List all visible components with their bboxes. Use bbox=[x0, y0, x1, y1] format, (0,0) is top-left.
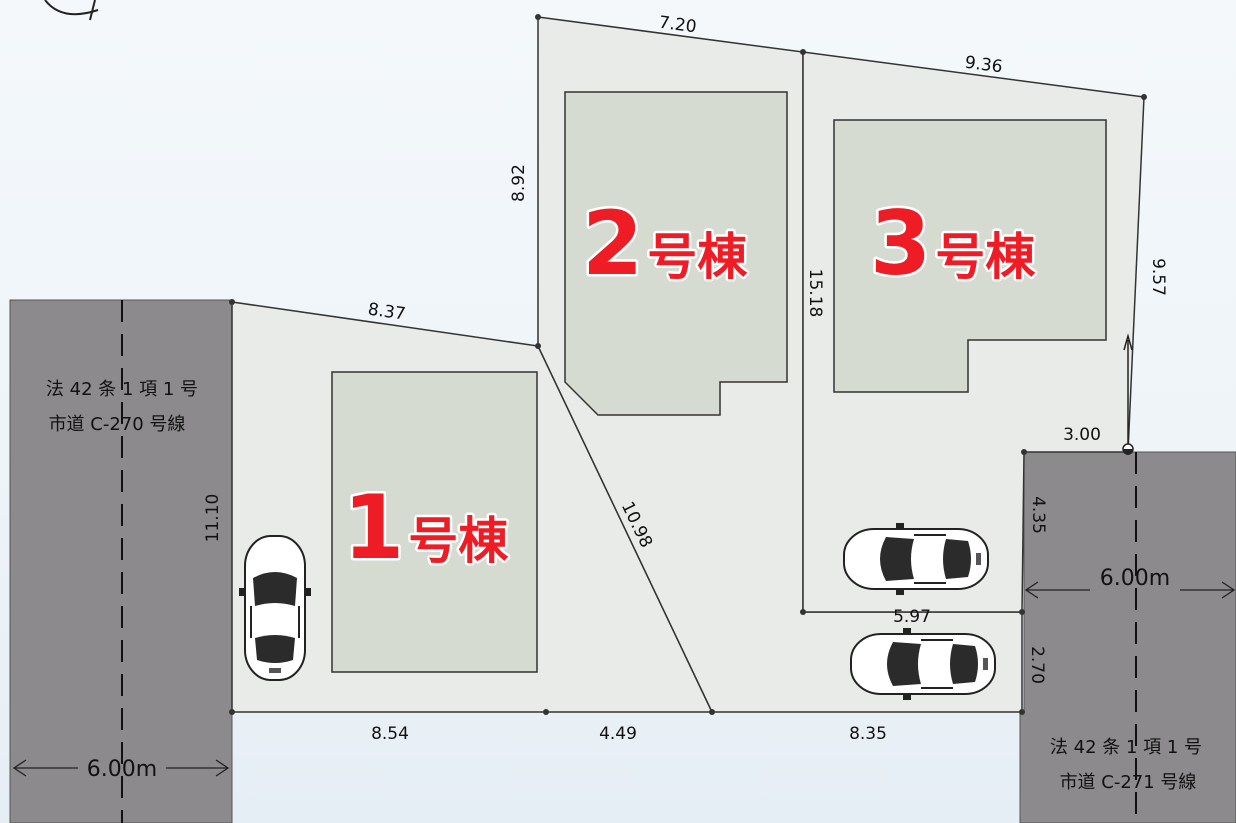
road-left-width-arrow bbox=[12, 759, 230, 777]
north-arrow-icon bbox=[44, 0, 99, 21]
dim-lot1-left: 11.10 bbox=[203, 494, 223, 543]
lot-vertices bbox=[229, 14, 1147, 715]
dim-parking-width: 5.97 bbox=[893, 607, 931, 627]
road-left-line1: 法 42 条 1 項 1 号 bbox=[46, 379, 198, 400]
building-2-label: 2号棟 bbox=[582, 192, 748, 295]
dim-right-upper: 4.35 bbox=[1028, 496, 1048, 534]
dim-top-left: 7.20 bbox=[658, 13, 698, 38]
car-icon bbox=[843, 522, 989, 596]
dim-divider: 15.18 bbox=[805, 269, 825, 318]
dim-offset: 3.00 bbox=[1063, 425, 1101, 445]
dim-bottom-2: 4.49 bbox=[599, 724, 637, 744]
building-1 bbox=[331, 371, 538, 673]
road-right bbox=[1019, 451, 1236, 823]
dim-bottom-3: 8.35 bbox=[849, 724, 887, 744]
road-right-width: 6.00m bbox=[1100, 566, 1170, 591]
dim-lot1-top: 8.37 bbox=[367, 300, 407, 325]
road-right-line1: 法 42 条 1 項 1 号 bbox=[1050, 737, 1202, 758]
dim-right-lower: 2.70 bbox=[1027, 646, 1047, 684]
offset-marker-icon bbox=[1122, 333, 1134, 455]
dim-lot2-left: 8.92 bbox=[509, 164, 529, 202]
road-left-width: 6.00m bbox=[87, 757, 157, 782]
dim-right-side: 9.57 bbox=[1148, 258, 1168, 296]
car-icon bbox=[238, 535, 312, 681]
road-right-line2: 市道 C-271 号線 bbox=[1060, 772, 1197, 793]
dim-bottom-1: 8.54 bbox=[371, 724, 409, 744]
building-1-label: 1号棟 bbox=[343, 476, 509, 579]
car-icon bbox=[850, 627, 996, 701]
dim-top-right: 9.36 bbox=[964, 53, 1004, 78]
building-3 bbox=[833, 119, 1107, 393]
road-left-line2: 市道 C-270 号線 bbox=[49, 414, 186, 435]
road-right-width-arrow bbox=[1024, 581, 1236, 599]
building-3-label: 3号棟 bbox=[870, 192, 1036, 295]
building-2 bbox=[564, 91, 788, 416]
